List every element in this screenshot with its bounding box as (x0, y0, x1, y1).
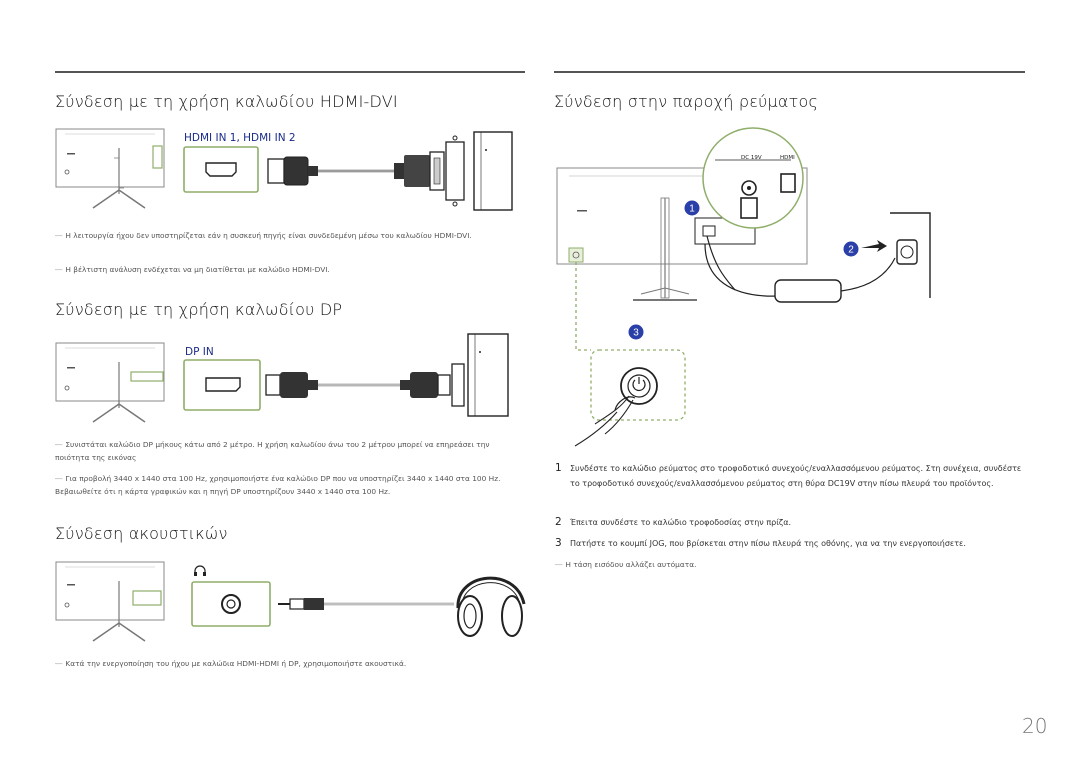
page-number: 20 (1022, 714, 1048, 738)
svg-text:2: 2 (848, 245, 854, 256)
headphone-jack-icon (194, 565, 206, 576)
dp-heading: Σύνδεση με τη χρήση καλωδίου DP (55, 300, 343, 319)
hdmi-dvi-heading: Σύνδεση με τη χρήση καλωδίου HDMI-DVI (55, 92, 398, 111)
power-connection-illustration (556, 127, 931, 447)
svg-text:3: 3 (633, 328, 639, 339)
dp-port-label: DP IN (185, 346, 214, 358)
hdmi-port-mini-label: HDMI (780, 155, 795, 161)
power-heading: Σύνδεση στην παροχή ρεύματος (554, 92, 819, 111)
monitor-back-illustration-headphones (55, 561, 165, 642)
callout-2: 2 (843, 241, 859, 257)
left-column-rule (55, 71, 525, 73)
dp-note-2: ―Για προβολή 3440 x 1440 στα 100 Hz, χρη… (55, 474, 501, 496)
hdmi-dvi-note-1: ―Η λειτουργία ήχου δεν υποστηρίζεται εάν… (55, 231, 472, 240)
headphones-note-1: ―Κατά την ενεργοποίηση του ήχου με καλώδ… (55, 659, 407, 668)
dp-cable-illustration (183, 333, 509, 417)
callout-1: 1 (684, 200, 700, 216)
dp-note-1: ―Συνιστάται καλώδιο DP μήκους κάτω από 2… (55, 440, 490, 462)
svg-text:1: 1 (689, 204, 695, 215)
hdmi-port-label: HDMI IN 1, HDMI IN 2 (184, 132, 296, 144)
dc-port-label: DC 19V (741, 155, 762, 161)
right-column-rule (554, 71, 1025, 73)
monitor-back-illustration-dp (55, 342, 165, 423)
hdmi-dvi-cable-illustration (183, 131, 513, 211)
monitor-back-illustration-hdmi (55, 128, 165, 209)
power-note: ―Η τάση εισόδου αλλάζει αυτόματα. (555, 560, 697, 569)
callout-3: 3 (628, 324, 644, 340)
headphones-heading: Σύνδεση ακουστικών (55, 524, 228, 543)
hdmi-dvi-note-2: ―Η βέλτιστη ανάλυση ενδέχεται να μη διατ… (55, 265, 330, 274)
headphones-cable-illustration (191, 576, 526, 637)
